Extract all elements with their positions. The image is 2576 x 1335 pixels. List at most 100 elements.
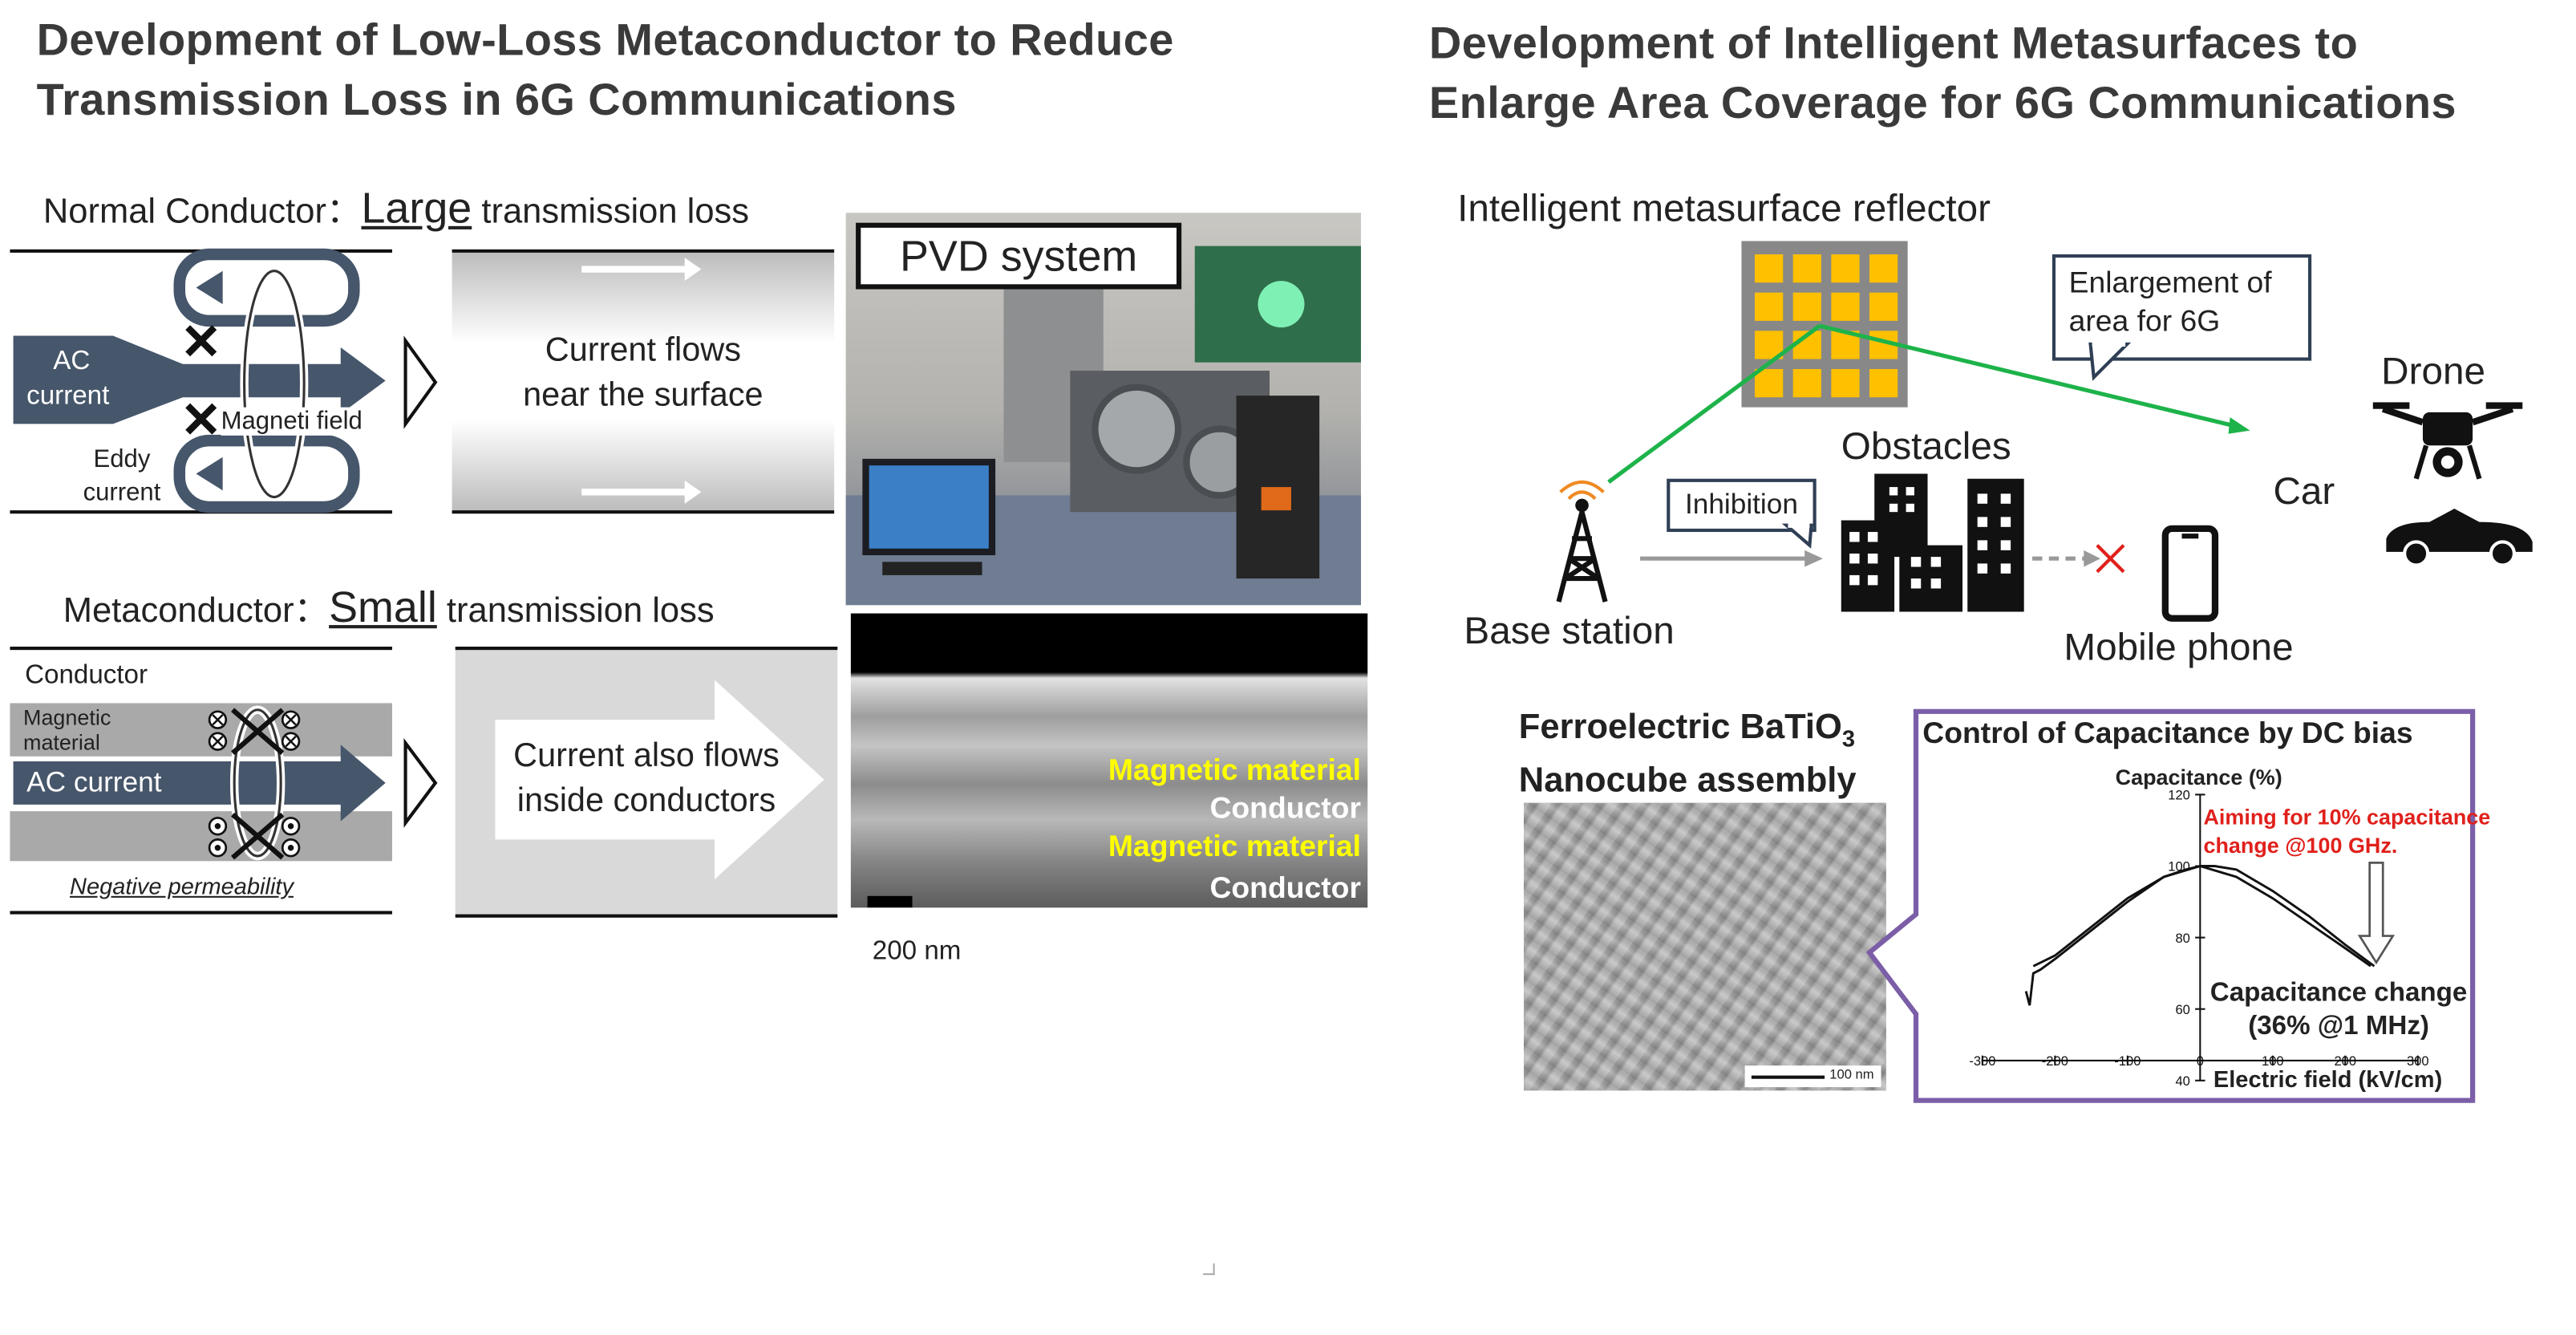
normal-conductor-diagram	[13, 248, 438, 513]
y-tick-label: 80	[2175, 931, 2189, 946]
inhibition-tail	[1781, 522, 1813, 549]
nanocube-scale-bar	[1751, 1075, 1825, 1079]
x-tick-label: 200	[2334, 1053, 2356, 1069]
normal-bottom-line	[10, 510, 392, 514]
meta-emph: Small	[329, 582, 437, 632]
meta-conductor-label: Conductor	[25, 661, 148, 690]
normal-heading: Normal Conductor：Large transmission loss	[43, 183, 749, 234]
signal-paths	[1607, 323, 2250, 574]
left-title-line2: Transmission Loss in 6G Communications	[36, 75, 957, 125]
sem-scale-label: 200 nm	[872, 937, 962, 966]
car-icon	[2386, 509, 2533, 567]
normal-band-bottom-line	[452, 510, 835, 514]
aim-annotation: Aiming for 10% capacitance change @100 G…	[2203, 803, 2490, 859]
callout-line1: Enlargement of	[2068, 266, 2272, 299]
meta-heading: Metaconductor：Small transmission loss	[63, 582, 715, 633]
meta-magnetic-layer-bottom	[10, 811, 392, 862]
nanocube-scale-box: 100 nm	[1744, 1065, 1881, 1088]
right-title: Development of Intelligent Metasurfaces …	[1429, 14, 2576, 133]
meta-bottom-line	[10, 911, 392, 915]
mobile-phone-icon	[2161, 525, 2219, 622]
right-title-line2: Enlarge Area Coverage for 6G Communicati…	[1428, 78, 2457, 128]
meta-magnetic-label: Magnetic material	[23, 705, 111, 755]
nanocube-image: 100 nm	[1524, 802, 1886, 1091]
left-title: Development of Low-Loss Metaconductor to…	[37, 10, 1367, 129]
nanocube-overlay	[1524, 802, 1886, 1091]
metasurface-grid	[1741, 241, 1908, 408]
meta-top-line	[10, 647, 392, 651]
base-station-icon	[1556, 480, 1608, 603]
change-line1: Capacitance change	[2209, 979, 2468, 1008]
normal-prefix: Normal Conductor：	[43, 193, 362, 232]
obstacles-label: Obstacles	[1841, 424, 2011, 468]
y-tick-label: 40	[2175, 1073, 2189, 1089]
ferro-line1-text: Ferroelectric BaTiO	[1518, 708, 1842, 747]
chart-title: Control of Capacitance by DC bias	[1922, 716, 2413, 750]
ferroelectric-label: Ferroelectric BaTiO3 Nanocube assembly	[1519, 707, 1857, 804]
drone-label: Drone	[2381, 349, 2485, 392]
x-tick-label: 100	[2262, 1053, 2284, 1069]
inhibition-callout: Inhibition	[1667, 478, 1817, 533]
chart-ylabel: Capacitance (%)	[2115, 765, 2282, 790]
meta-negative-label: Negative permeability	[70, 872, 294, 899]
ferro-subscript: 3	[1841, 724, 1856, 752]
sem-image: Magnetic material Conductor Magnetic mat…	[850, 613, 1368, 908]
drone-icon	[2372, 402, 2523, 480]
normal-ac-line2: current	[26, 382, 110, 411]
meta-prefix: Metaconductor：	[63, 591, 330, 631]
base-station-label: Base station	[1464, 608, 1675, 652]
series-line-2	[2032, 865, 2371, 968]
normal-eddy-line1: Eddy	[93, 445, 151, 474]
normal-ac-label: AC current	[26, 344, 109, 414]
pvd-label: PVD system	[856, 222, 1182, 290]
normal-flow-band	[452, 252, 835, 511]
normal-flow-line1: Current flows	[545, 332, 741, 369]
callout-tail	[2088, 341, 2132, 381]
metaconductor-diagram	[13, 705, 438, 861]
meta-flow-arrow	[495, 680, 824, 880]
car-label: Car	[2273, 469, 2335, 513]
normal-eddy-line2: current	[83, 478, 161, 507]
y-tick-label: 60	[2175, 1002, 2189, 1017]
normal-suffix: transmission loss	[481, 193, 750, 232]
nanocube-scale-label: 100 nm	[1829, 1067, 1874, 1082]
x-tick-label: -100	[2114, 1053, 2141, 1069]
meta-ac-label: AC current	[26, 766, 162, 798]
ferro-line2: Nanocube assembly	[1518, 761, 1857, 801]
x-tick-label: -300	[1969, 1053, 1995, 1069]
sem-line-2: Conductor	[1209, 791, 1361, 825]
sem-line-1: Magnetic material	[1108, 753, 1361, 787]
normal-ac-line1: AC	[53, 347, 91, 376]
x-tick-label: 0	[2197, 1053, 2204, 1069]
reflector-label: Intelligent metasurface reflector	[1457, 186, 1991, 229]
meta-suffix: transmission loss	[446, 591, 715, 631]
pvd-photo: PVD system	[845, 213, 1361, 606]
normal-flow-text: Current flows near the surface	[452, 316, 835, 432]
aim-line2: change @100 GHz.	[2203, 833, 2398, 858]
aim-line1: Aiming for 10% capacitance	[2203, 804, 2491, 830]
normal-flow-line2: near the surface	[523, 377, 763, 414]
down-arrow-icon	[2357, 862, 2396, 965]
ferro-line1: Ferroelectric BaTiO3	[1519, 707, 1857, 761]
change-annotation: Capacitance change (36% @1 MHz)	[2209, 977, 2468, 1045]
normal-eddy-label: Eddy current	[83, 444, 161, 510]
right-title-line1: Development of Intelligent Metasurfaces …	[1428, 18, 2359, 68]
x-tick-label: -200	[2042, 1053, 2068, 1069]
callout-line2: area for 6G	[2068, 304, 2221, 338]
normal-magnetic-label: Magneti field	[221, 407, 363, 436]
y-tick-label: 120	[2168, 788, 2190, 803]
change-line2: (36% @1 MHz)	[2248, 1012, 2429, 1041]
x-tick-label: 300	[2407, 1053, 2429, 1069]
sem-line-3: Magnetic material	[1108, 829, 1361, 863]
page-corner-mark	[1203, 1263, 1215, 1276]
meta-flow-line2: inside conductors	[516, 782, 776, 820]
mobile-phone-label: Mobile phone	[2064, 625, 2294, 668]
meta-flow-line1: Current also flows	[513, 737, 780, 775]
left-title-line1: Development of Low-Loss Metaconductor to…	[36, 14, 1174, 65]
meta-magnetic-layer-top	[10, 703, 392, 757]
meta-magnetic-line1: Magnetic	[23, 704, 111, 730]
sem-scale-bar	[867, 895, 913, 908]
normal-flow-arrows	[581, 258, 702, 504]
chart-xlabel: Electric field (kV/cm)	[2213, 1065, 2443, 1093]
